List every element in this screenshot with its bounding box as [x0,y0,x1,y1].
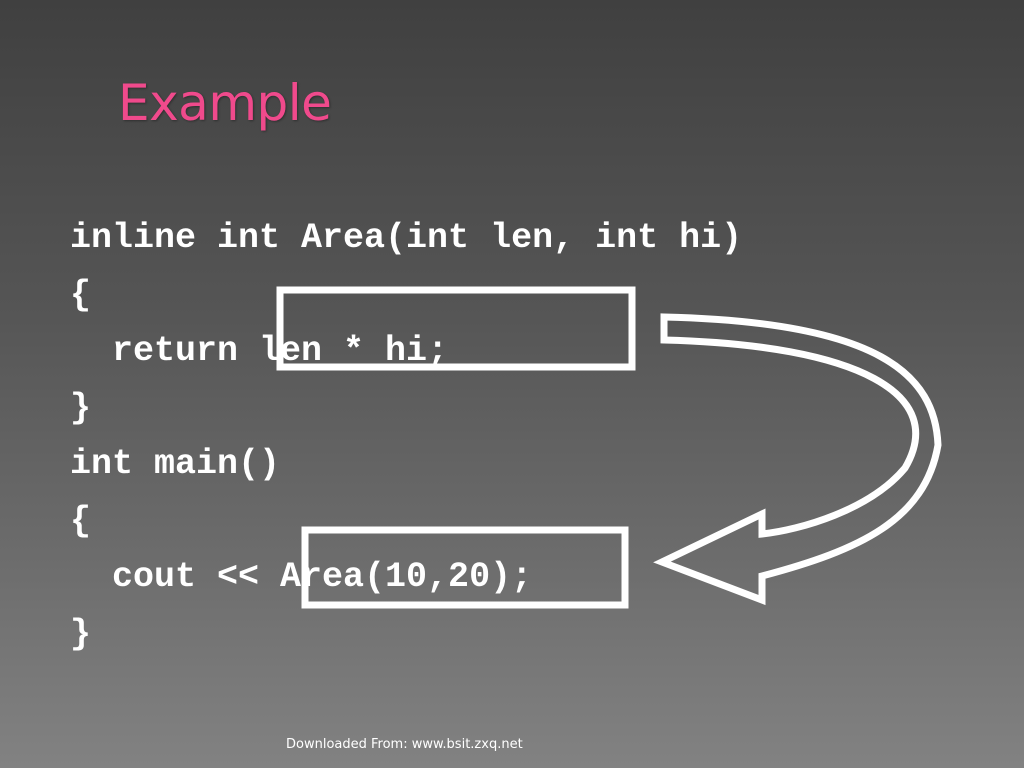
code-block: inline int Area(int len, int hi) { retur… [70,210,742,662]
slide-title: Example [118,74,332,132]
code-line-open-brace-2: { [70,500,92,541]
code-line-open-brace-1: { [70,274,92,315]
code-line-main-signature: int main() [70,444,281,484]
code-line-close-brace-2: } [70,613,92,654]
footer-source: Downloaded From: www.bsit.zxq.net [286,737,523,752]
code-line-cout-statement: cout << Area(10,20); [70,557,533,597]
code-line-return-statement: return len * hi; [70,331,449,371]
code-line-function-signature: inline int Area(int len, int hi) [70,218,743,258]
code-line-close-brace-1: } [70,387,92,428]
